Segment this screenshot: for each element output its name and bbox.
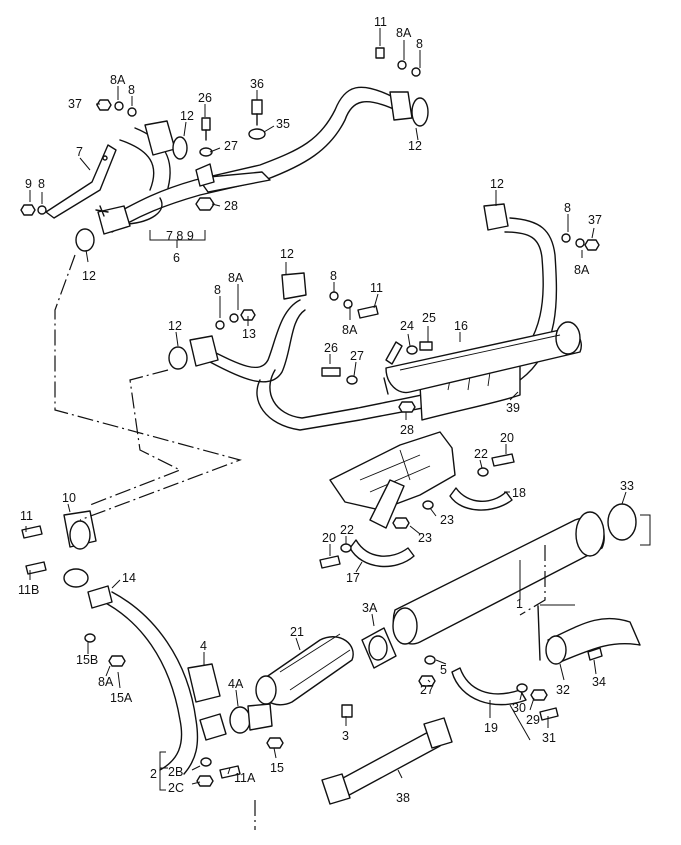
callout: 31 bbox=[542, 731, 556, 745]
callout: 8 bbox=[38, 177, 45, 191]
callout: 12 bbox=[490, 177, 504, 191]
callout: 9 bbox=[25, 177, 32, 191]
callout: 37 bbox=[68, 97, 82, 111]
callout: 2C bbox=[168, 781, 184, 795]
callout: 12 bbox=[82, 269, 96, 283]
callout: 12 bbox=[280, 247, 294, 261]
callout: 35 bbox=[276, 117, 290, 131]
callout: 27 bbox=[224, 139, 238, 153]
callout: 8 bbox=[214, 283, 221, 297]
callout: 28 bbox=[224, 199, 238, 213]
callout: 7 8 9 bbox=[166, 229, 194, 243]
callout: 4 bbox=[200, 639, 207, 653]
callout: 21 bbox=[290, 625, 304, 639]
callout: 32 bbox=[556, 683, 570, 697]
callout: 39 bbox=[506, 401, 520, 415]
callout: 2B bbox=[168, 765, 183, 779]
callout: 27 bbox=[420, 683, 434, 697]
callout: 38 bbox=[396, 791, 410, 805]
callout: 26 bbox=[198, 91, 212, 105]
callout: 8A bbox=[228, 271, 244, 285]
callout: 22 bbox=[474, 447, 488, 461]
callout: 8A bbox=[110, 73, 126, 87]
callout: 15B bbox=[76, 653, 98, 667]
callout: 11B bbox=[18, 583, 39, 597]
callout: 8 bbox=[330, 269, 337, 283]
callout: 8A bbox=[98, 675, 114, 689]
callout: 7 bbox=[76, 145, 83, 159]
callout: 34 bbox=[592, 675, 606, 689]
callout: 13 bbox=[242, 327, 256, 341]
callout: 11 bbox=[20, 509, 33, 523]
callout: 17 bbox=[346, 571, 360, 585]
callout: 20 bbox=[322, 531, 336, 545]
callout: 37 bbox=[588, 213, 602, 227]
callout: 26 bbox=[324, 341, 338, 355]
rear-muffler-assembly bbox=[392, 503, 651, 741]
callout: 12 bbox=[408, 139, 422, 153]
callout: 23 bbox=[440, 513, 454, 527]
callout: 8 bbox=[416, 37, 423, 51]
callout: 27 bbox=[350, 349, 364, 363]
front-exhaust-pipe-upper bbox=[20, 47, 429, 252]
callout: 8 bbox=[128, 83, 135, 97]
callout: 8 bbox=[564, 201, 571, 215]
callout: 11 bbox=[370, 281, 383, 295]
reference-lines bbox=[54, 254, 546, 830]
callout: 8A bbox=[342, 323, 358, 337]
callout: 6 bbox=[173, 251, 180, 265]
callout: 1 bbox=[516, 597, 523, 611]
callout: 36 bbox=[250, 77, 264, 91]
callout: 24 bbox=[400, 319, 414, 333]
callout: 3 bbox=[342, 729, 349, 743]
callout: 25 bbox=[422, 311, 436, 325]
callout: 3A bbox=[362, 601, 378, 615]
callout: 8A bbox=[396, 26, 412, 40]
catalytic-converter-assembly bbox=[21, 510, 436, 791]
callout: 16 bbox=[454, 319, 468, 333]
callout: 30 bbox=[512, 701, 526, 715]
callout: 18 bbox=[512, 486, 526, 500]
callout: 19 bbox=[484, 721, 498, 735]
callout-labels: 11 8A 8 12 37 8A 8 26 12 36 35 27 7 9 8 … bbox=[18, 15, 634, 805]
callout: 10 bbox=[62, 491, 76, 505]
mounting-bracket-assembly bbox=[319, 431, 515, 569]
callout: 23 bbox=[418, 531, 432, 545]
callout: 12 bbox=[180, 109, 194, 123]
leader-lines bbox=[25, 28, 627, 785]
callout: 4A bbox=[228, 677, 244, 691]
callout: 33 bbox=[620, 479, 634, 493]
callout: 12 bbox=[168, 319, 182, 333]
connecting-pipe bbox=[321, 717, 453, 805]
callout: 5 bbox=[440, 663, 447, 677]
callout: 20 bbox=[500, 431, 514, 445]
callout: 8A bbox=[574, 263, 590, 277]
callout: 22 bbox=[340, 523, 354, 537]
callout: 15 bbox=[270, 761, 284, 775]
front-exhaust-pipe-middle bbox=[168, 203, 600, 431]
callout: 29 bbox=[526, 713, 540, 727]
callout: 11A bbox=[234, 771, 256, 785]
callout: 11 bbox=[374, 15, 387, 29]
callout: 15A bbox=[110, 691, 133, 705]
callout: 14 bbox=[122, 571, 136, 585]
callout: 28 bbox=[400, 423, 414, 437]
callout: 2 bbox=[150, 767, 157, 781]
